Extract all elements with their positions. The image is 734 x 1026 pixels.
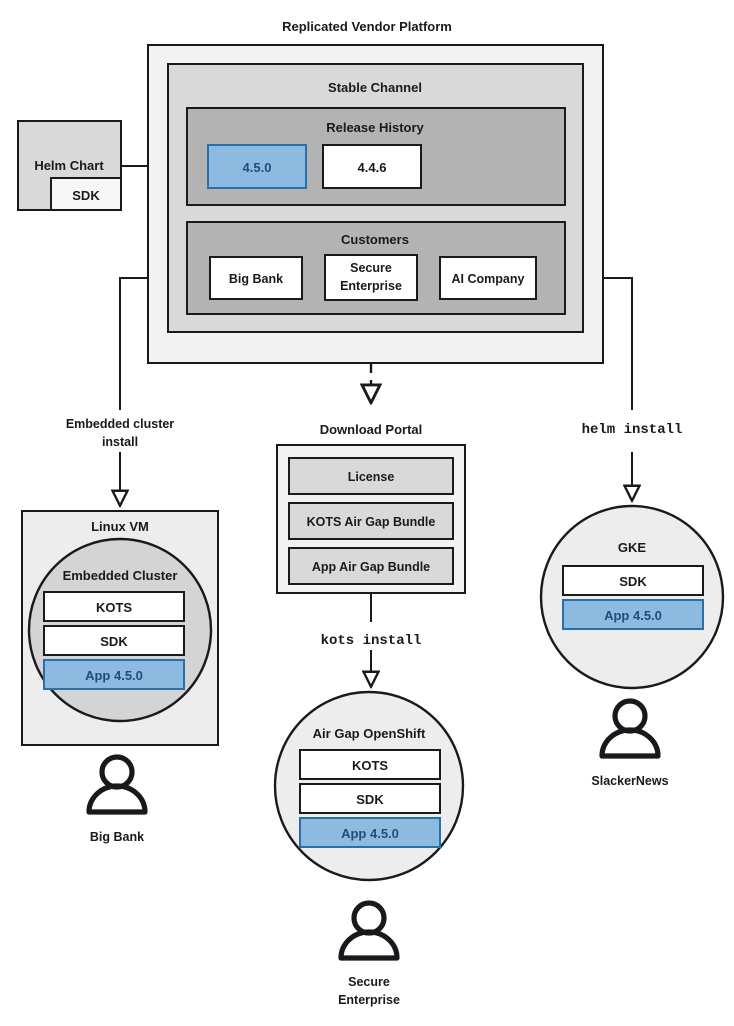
download-portal: Download Portal License KOTS Air Gap Bun…: [276, 422, 466, 594]
customer-item-secure-enterprise[interactable]: Secure Enterprise: [324, 254, 418, 301]
airgap-openshift-label: Air Gap OpenShift: [313, 726, 426, 741]
gke-app-box[interactable]: [562, 599, 704, 630]
linux-vm-label: Linux VM: [91, 519, 149, 534]
airgap-component-sdk[interactable]: SDK: [299, 783, 441, 814]
portal-artifact-app-airgap-box[interactable]: [288, 547, 454, 585]
customer-item-bigbank[interactable]: Big Bank: [209, 256, 303, 300]
linux-vm-app-label: App 4.5.0: [85, 668, 143, 683]
linux-vm-kots-box[interactable]: [43, 591, 185, 622]
customer-aicompany-box[interactable]: [439, 256, 537, 300]
portal-artifact-kots-airgap-box[interactable]: [288, 502, 454, 540]
gke-circle: [539, 504, 725, 690]
linux-vm-component-kots[interactable]: KOTS: [43, 591, 185, 622]
gke-app-label: App 4.5.0: [604, 608, 662, 623]
helm-chart-sdk-label: SDK: [72, 188, 100, 203]
release-450-box[interactable]: [207, 144, 307, 189]
portal-artifact-app-airgap[interactable]: App Air Gap Bundle: [288, 547, 454, 585]
connector-label-helm-install: helm install: [582, 422, 683, 438]
portal-artifact-kots-airgap[interactable]: KOTS Air Gap Bundle: [288, 502, 454, 540]
linux-vm-app-box[interactable]: [43, 659, 185, 690]
portal-artifact-kots-airgap-label: KOTS Air Gap Bundle: [307, 515, 436, 529]
customer-bigbank-label: Big Bank: [229, 272, 283, 286]
customer-avatar-bigbank: [86, 754, 148, 815]
airgap-kots-label: KOTS: [352, 758, 388, 773]
helm-chart-sdk-box[interactable]: [50, 177, 122, 211]
customer-secure-enterprise-box[interactable]: [324, 254, 418, 301]
download-portal-title: Download Portal: [320, 422, 423, 437]
gke-app[interactable]: App 4.5.0: [562, 599, 704, 630]
customer-avatar-secure-enterprise-label-line1: Secure: [348, 975, 390, 989]
release-history-label: Release History: [326, 120, 424, 135]
gke-sdk-box[interactable]: [562, 565, 704, 596]
customer-avatar-slackernews: [599, 698, 661, 759]
target-linux-vm: Linux VM Embedded Cluster KOTS SDK App 4…: [21, 510, 219, 844]
customers-label: Customers: [341, 232, 409, 247]
gke-component-sdk[interactable]: SDK: [562, 565, 704, 596]
connector-label-embedded-line2: install: [102, 435, 138, 449]
portal-artifact-license[interactable]: License: [288, 457, 454, 495]
connector-label-embedded-line1: Embedded cluster: [66, 417, 174, 431]
release-446-box[interactable]: [322, 144, 422, 189]
customer-bigbank-box[interactable]: [209, 256, 303, 300]
portal-artifact-license-box[interactable]: [288, 457, 454, 495]
gke-sdk-label: SDK: [619, 574, 647, 589]
airgap-app-box[interactable]: [299, 817, 441, 848]
embedded-cluster-label: Embedded Cluster: [63, 568, 178, 583]
linux-vm-sdk-label: SDK: [100, 634, 128, 649]
airgap-component-kots[interactable]: KOTS: [299, 749, 441, 780]
airgap-app[interactable]: App 4.5.0: [299, 817, 441, 848]
customer-avatar-slackernews-label: SlackerNews: [591, 774, 668, 788]
customer-item-aicompany[interactable]: AI Company: [439, 256, 537, 300]
release-item-450[interactable]: 4.5.0: [207, 144, 307, 189]
gke-label: GKE: [618, 540, 647, 555]
target-airgap-openshift: Air Gap OpenShift KOTS SDK App 4.5.0 Sec…: [273, 690, 465, 1007]
helm-chart-label: Helm Chart: [34, 158, 104, 173]
linux-vm-sdk-box[interactable]: [43, 625, 185, 656]
portal-artifact-license-label: License: [348, 470, 395, 484]
customer-secure-enterprise-label-line1: Secure: [350, 261, 392, 275]
customer-aicompany-label: AI Company: [452, 272, 525, 286]
airgap-sdk-box[interactable]: [299, 783, 441, 814]
customer-avatar-bigbank-label: Big Bank: [90, 830, 144, 844]
linux-vm-app[interactable]: App 4.5.0: [43, 659, 185, 690]
target-gke: GKE SDK App 4.5.0 SlackerNews: [539, 504, 725, 788]
airgap-kots-box[interactable]: [299, 749, 441, 780]
release-450-label: 4.5.0: [243, 160, 272, 175]
customer-secure-enterprise-label-line2: Enterprise: [340, 279, 402, 293]
linux-vm-component-sdk[interactable]: SDK: [43, 625, 185, 656]
vendor-platform-container: Stable Channel Release History 4.5.0 4.4…: [147, 44, 604, 364]
customer-avatar-secure-enterprise-label-line2: Enterprise: [338, 993, 400, 1007]
helm-chart-source[interactable]: Helm Chart SDK: [17, 120, 122, 211]
linux-vm-kots-label: KOTS: [96, 600, 132, 615]
release-item-446[interactable]: 4.4.6: [322, 144, 422, 189]
airgap-app-label: App 4.5.0: [341, 826, 399, 841]
airgap-sdk-label: SDK: [356, 792, 384, 807]
stable-channel-label: Stable Channel: [328, 80, 422, 95]
page-title: Replicated Vendor Platform: [282, 19, 452, 34]
connector-label-kots-install: kots install: [321, 633, 422, 649]
portal-artifact-app-airgap-label: App Air Gap Bundle: [312, 560, 430, 574]
release-446-label: 4.4.6: [358, 160, 387, 175]
customer-avatar-secure-enterprise: [338, 900, 400, 961]
